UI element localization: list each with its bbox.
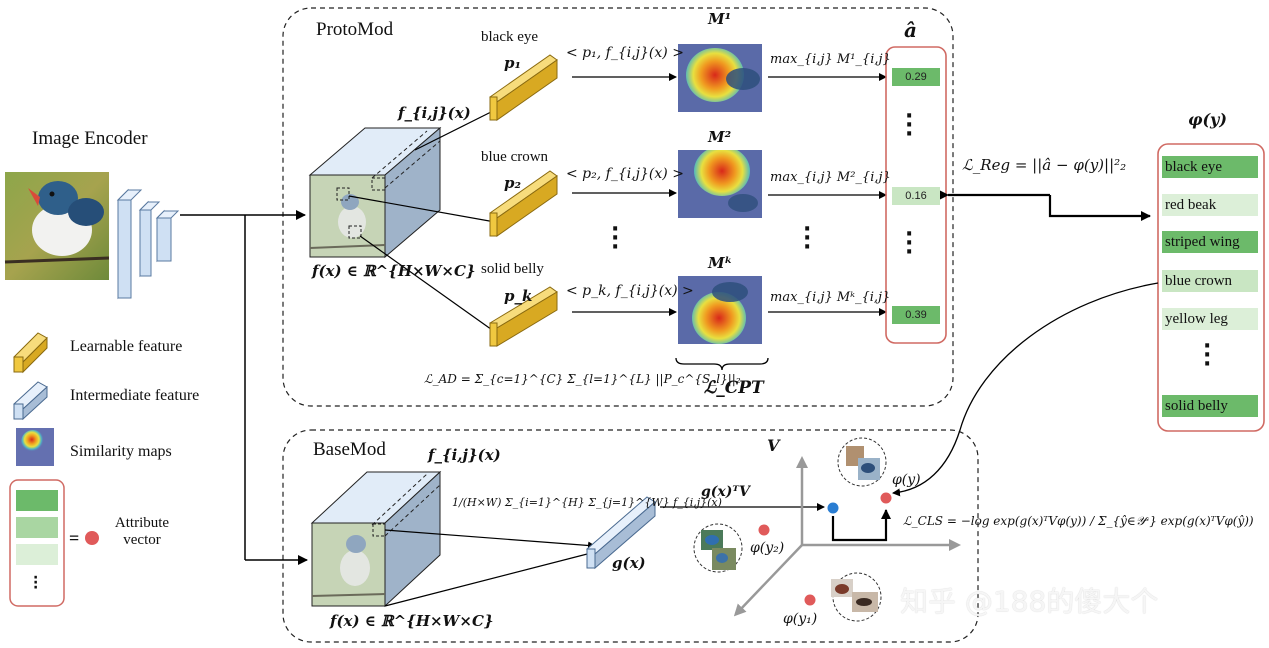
phi-attribute-6: solid belly [1162,395,1258,417]
prototype-inner-2: < p₂, f_{i,j}(x) > [566,166,684,182]
basemod-box [282,429,979,643]
phi-y-label: φ(y) [892,472,921,488]
protomod-dots-2: ··· [803,217,812,260]
protomod-fx-label: f(x) ∈ ℝ^{H×W×C} [312,262,476,280]
prototype-bar-2 [489,170,558,237]
phi-y-point [880,492,892,504]
max-label-1: max_{i,j} M¹_{i,j} [770,52,891,67]
phi-title: φ(y) [1188,110,1227,129]
legend-intermediate-icon [13,381,48,421]
similarity-map-1 [678,44,762,112]
prototype-name-2: blue crown [481,149,549,165]
legend-learnable-label: Learnable feature [70,338,183,355]
prototype-symbol-k: p_k [504,287,533,305]
prototype-inner-1: < p₁, f_{i,j}(x) > [566,45,684,61]
gx-label: g(x) [612,554,646,572]
basemod-fx-label: f(x) ∈ ℝ^{H×W×C} [330,612,494,630]
legend-attribute-icon [9,479,99,607]
phi-y1-point [804,594,816,606]
prototype-symbol-1: p₁ [504,54,522,72]
protomod-feature-cube [308,126,442,259]
phi-y2-point [758,524,770,536]
a-hat-title: â [904,18,917,42]
prototype-name-1: black eye [481,29,539,45]
phi-attribute-5: yellow leg [1162,308,1258,330]
a-hat-value-2: 0.16 [892,187,940,205]
similarity-map-2 [678,150,762,218]
phi-attribute-3: striped wing [1162,231,1258,253]
legend-learnable-icon [13,332,48,374]
embedding-axes [733,456,961,617]
a-hat-value-3: 0.39 [892,306,940,324]
phi-dots: ··· [1203,334,1212,377]
protomod-box [282,7,954,407]
pooling-formula: 1/(H×W) Σ_{i=1}^{H} Σ_{j=1}^{W} f_{i,j}(… [452,496,722,509]
phi-y-box [1157,143,1265,432]
similarity-map-k [678,276,762,344]
basemod-feature-cube [310,470,442,608]
legend-intermediate-label: Intermediate feature [70,387,200,404]
l-ad-formula: ℒ_AD = Σ_{c=1}^{C} Σ_{l=1}^{L} ||P_c^{S_… [424,372,741,386]
encoder-title: Image Encoder [32,128,148,149]
legend-dots: ··· [33,570,39,596]
phi-attribute-1: black eye [1162,156,1258,178]
watermark: 知乎 @188的傻大个 [900,585,1159,618]
legend-similarity-label: Similarity maps [70,443,172,460]
basemod-fij-label: f_{i,j}(x) [428,446,501,464]
phi-attribute-2: red beak [1162,194,1258,216]
phi-y2-label: φ(y₂) [750,540,785,556]
similarity-map-label-1: M¹ [708,10,732,28]
a-hat-dots-2: ··· [905,222,914,265]
legend-similarity-icon [16,428,54,466]
max-label-k: max_{i,j} Mᵏ_{i,j} [770,290,891,305]
similarity-map-label-2: M² [708,128,732,146]
max-label-2: max_{i,j} M²_{i,j} [770,170,891,185]
phi-attribute-4: blue crown [1162,270,1258,292]
l-reg-formula: ℒ_Reg = ||â − φ(y)||²₂ [962,156,1127,174]
encoder-layers [116,188,180,300]
l-cpt-label: ℒ_CPT [704,378,764,398]
gx-point [827,502,839,514]
protomod-title: ProtoMod [316,19,394,40]
axis-v-label: V [767,436,780,455]
phi-y1-label: φ(y₁) [783,611,818,627]
legend-attribute-label: Attribute vector [114,515,170,548]
a-hat-dots-1: ··· [905,104,914,147]
protomod-fij-label: f_{i,j}(x) [398,104,471,122]
gxv-label: g(x)ᵀV [701,484,750,500]
a-hat-value-1: 0.29 [892,68,940,86]
prototype-inner-k: < p_k, f_{i,j}(x) > [566,283,694,299]
l-cls-formula: ℒ_CLS = −log exp(g(x)ᵀVφ(y)) / Σ_{ŷ∈𝒴ˢ} … [903,514,1254,528]
prototype-symbol-2: p₂ [504,174,522,192]
gx-bar [586,496,656,570]
legend-equals: = [69,528,80,548]
prototype-bar-k [489,286,558,347]
protomod-dots-1: ··· [611,217,620,260]
prototype-name-k: solid belly [481,261,544,277]
similarity-map-label-k: Mᵏ [708,254,733,272]
prototype-bar-1 [489,54,558,121]
basemod-title: BaseMod [313,439,386,460]
